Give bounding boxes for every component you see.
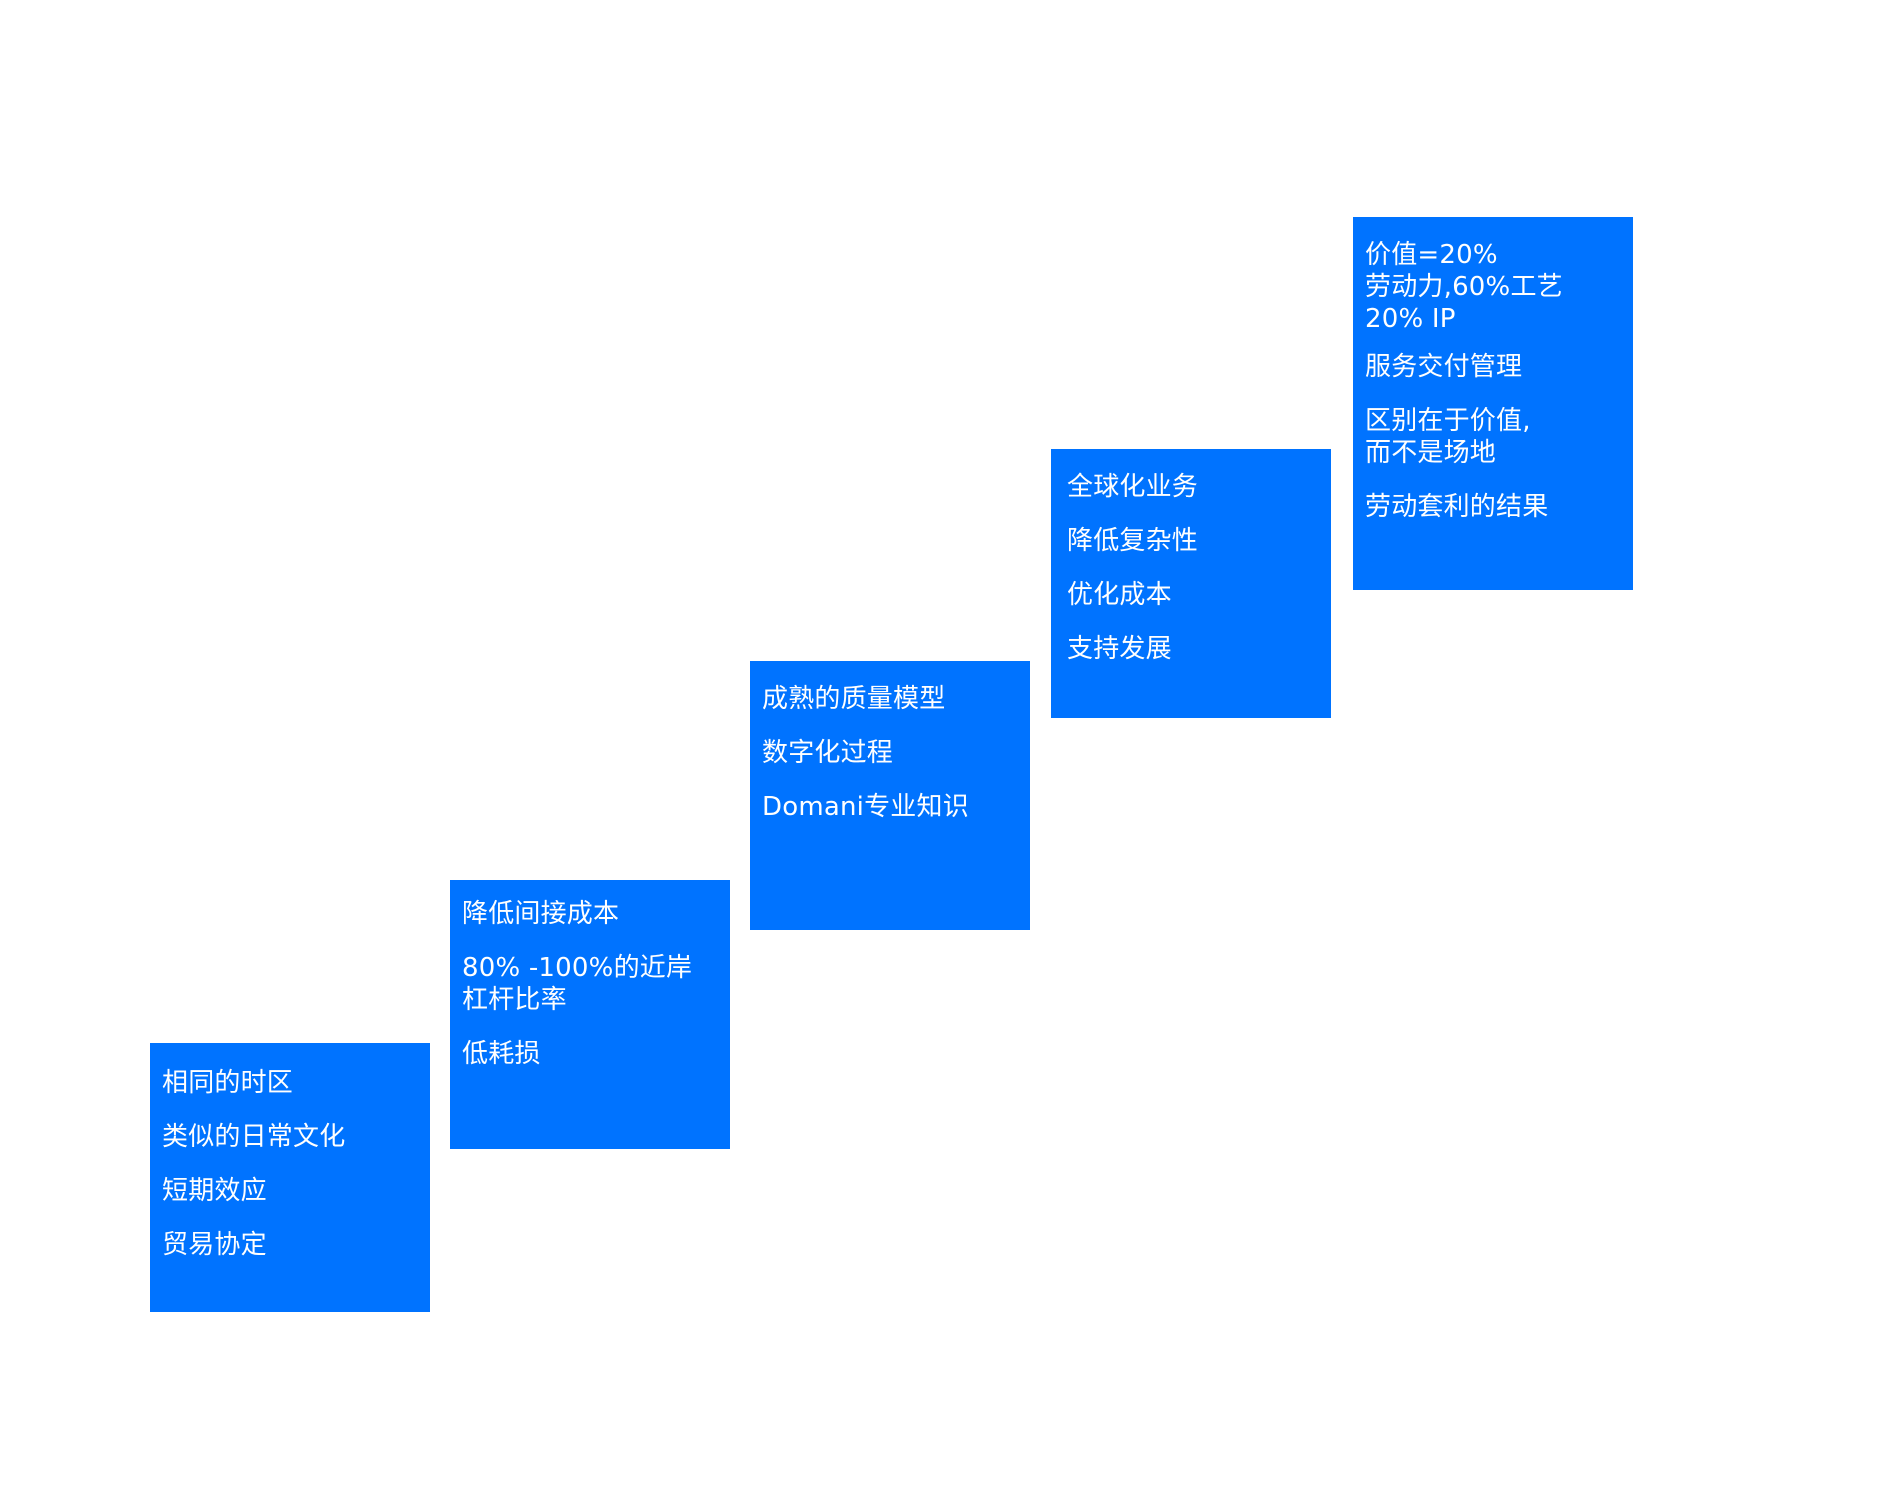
step-4-item-4: 支持发展: [1067, 634, 1172, 664]
step-4-item-3: 优化成本: [1067, 580, 1172, 610]
step-1-item-3: 短期效应: [162, 1176, 267, 1206]
step-4-box: 全球化业务 降低复杂性 优化成本 支持发展: [1051, 449, 1331, 718]
step-1-box: 相同的时区 类似的日常文化 短期效应 贸易协定: [150, 1043, 430, 1312]
step-3-box: 成熟的质量模型 数字化过程 Domani专业知识: [750, 661, 1030, 930]
step-2-box: 降低间接成本 80% -100%的近岸 杠杆比率 低耗损: [450, 880, 730, 1149]
step-5-box: 价值=20% 劳动力,60%工艺 20% IP 服务交付管理 区别在于价值, 而…: [1353, 217, 1633, 590]
step-3-item-1: 成熟的质量模型: [762, 684, 946, 714]
step-5-item-4: 劳动套利的结果: [1365, 492, 1549, 522]
step-4-item-2: 降低复杂性: [1067, 526, 1199, 556]
step-5-item-2: 服务交付管理: [1365, 352, 1523, 382]
step-3-item-3: Domani专业知识: [762, 792, 969, 822]
step-2-item-3: 低耗损: [462, 1039, 541, 1069]
step-1-item-2: 类似的日常文化: [162, 1122, 346, 1152]
step-2-item-2: 80% -100%的近岸 杠杆比率: [462, 953, 693, 1015]
step-1-item-1: 相同的时区: [162, 1068, 294, 1098]
step-1-item-4: 贸易协定: [162, 1230, 267, 1260]
step-3-item-2: 数字化过程: [762, 738, 894, 768]
step-5-item-3: 区别在于价值, 而不是场地: [1365, 406, 1531, 468]
step-2-item-1: 降低间接成本: [462, 899, 620, 929]
step-5-item-1: 价值=20% 劳动力,60%工艺 20% IP: [1365, 240, 1563, 334]
step-4-item-1: 全球化业务: [1067, 472, 1199, 502]
